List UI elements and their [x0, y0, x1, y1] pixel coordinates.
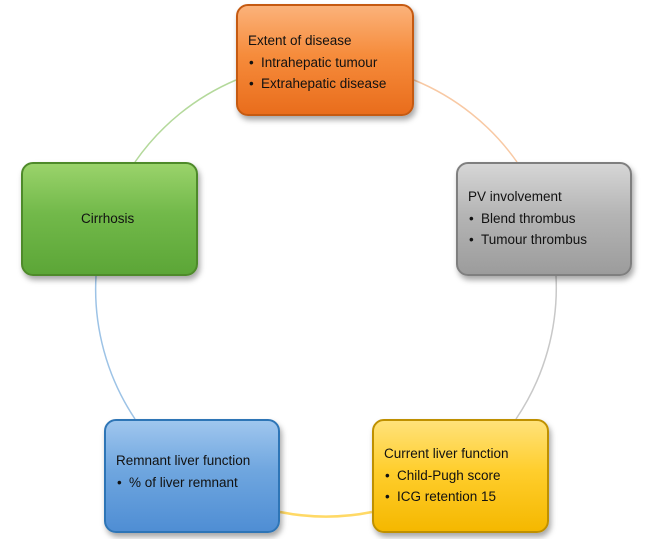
node-title: Cirrhosis: [81, 210, 135, 226]
connector-remnant-to-cirrhosis: [94, 275, 136, 420]
connector-cirrhosis-to-extent: [134, 79, 237, 163]
bullet-item: Child-Pugh score: [384, 468, 537, 485]
node-title: Current liver function: [384, 445, 509, 461]
connector-current-to-remnant: [279, 510, 373, 518]
bullet-item: % of liver remnant: [116, 475, 268, 492]
connector-pv-to-current: [515, 275, 558, 420]
bullet-item: Extrahepatic disease: [248, 76, 402, 93]
node-title: Remnant liver function: [116, 452, 251, 468]
node-remnant-liver-function: Remnant liver function % of liver remnan…: [104, 419, 280, 533]
node-title: Extent of disease: [248, 32, 352, 48]
connector-extent-to-pv: [413, 79, 518, 163]
bullet-item: Tumour thrombus: [468, 232, 620, 249]
bullet-list: Intrahepatic tumour Extrahepatic disease: [248, 50, 402, 94]
bullet-list: Blend thrombus Tumour thrombus: [468, 206, 620, 250]
node-pv-involvement: PV involvement Blend thrombus Tumour thr…: [456, 162, 632, 276]
bullet-item: ICG retention 15: [384, 489, 537, 506]
node-current-liver-function: Current liver function Child-Pugh score …: [372, 419, 549, 533]
bullet-list: Child-Pugh score ICG retention 15: [384, 463, 537, 507]
bullet-list: % of liver remnant: [116, 470, 268, 492]
node-title: PV involvement: [468, 188, 562, 204]
node-cirrhosis: Cirrhosis: [21, 162, 198, 276]
node-extent-of-disease: Extent of disease Intrahepatic tumour Ex…: [236, 4, 414, 116]
bullet-item: Blend thrombus: [468, 211, 620, 228]
bullet-item: Intrahepatic tumour: [248, 55, 402, 72]
